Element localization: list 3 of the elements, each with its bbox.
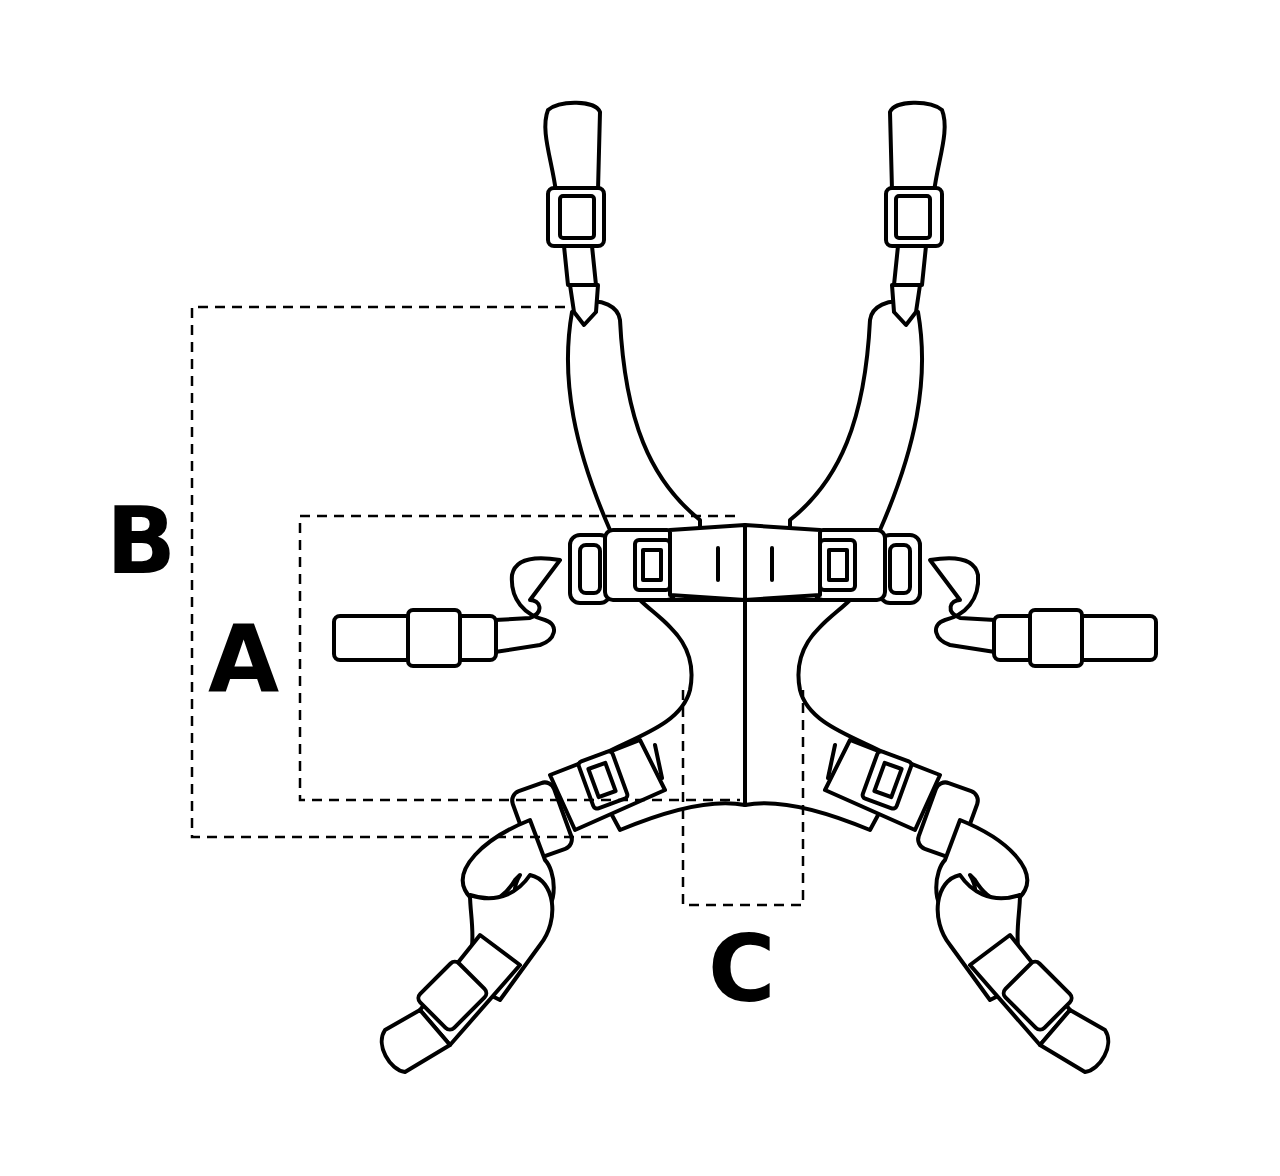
dimension-label: A — [208, 614, 280, 706]
dimension-label: C — [708, 924, 776, 1016]
dimension-label: B — [106, 496, 177, 588]
